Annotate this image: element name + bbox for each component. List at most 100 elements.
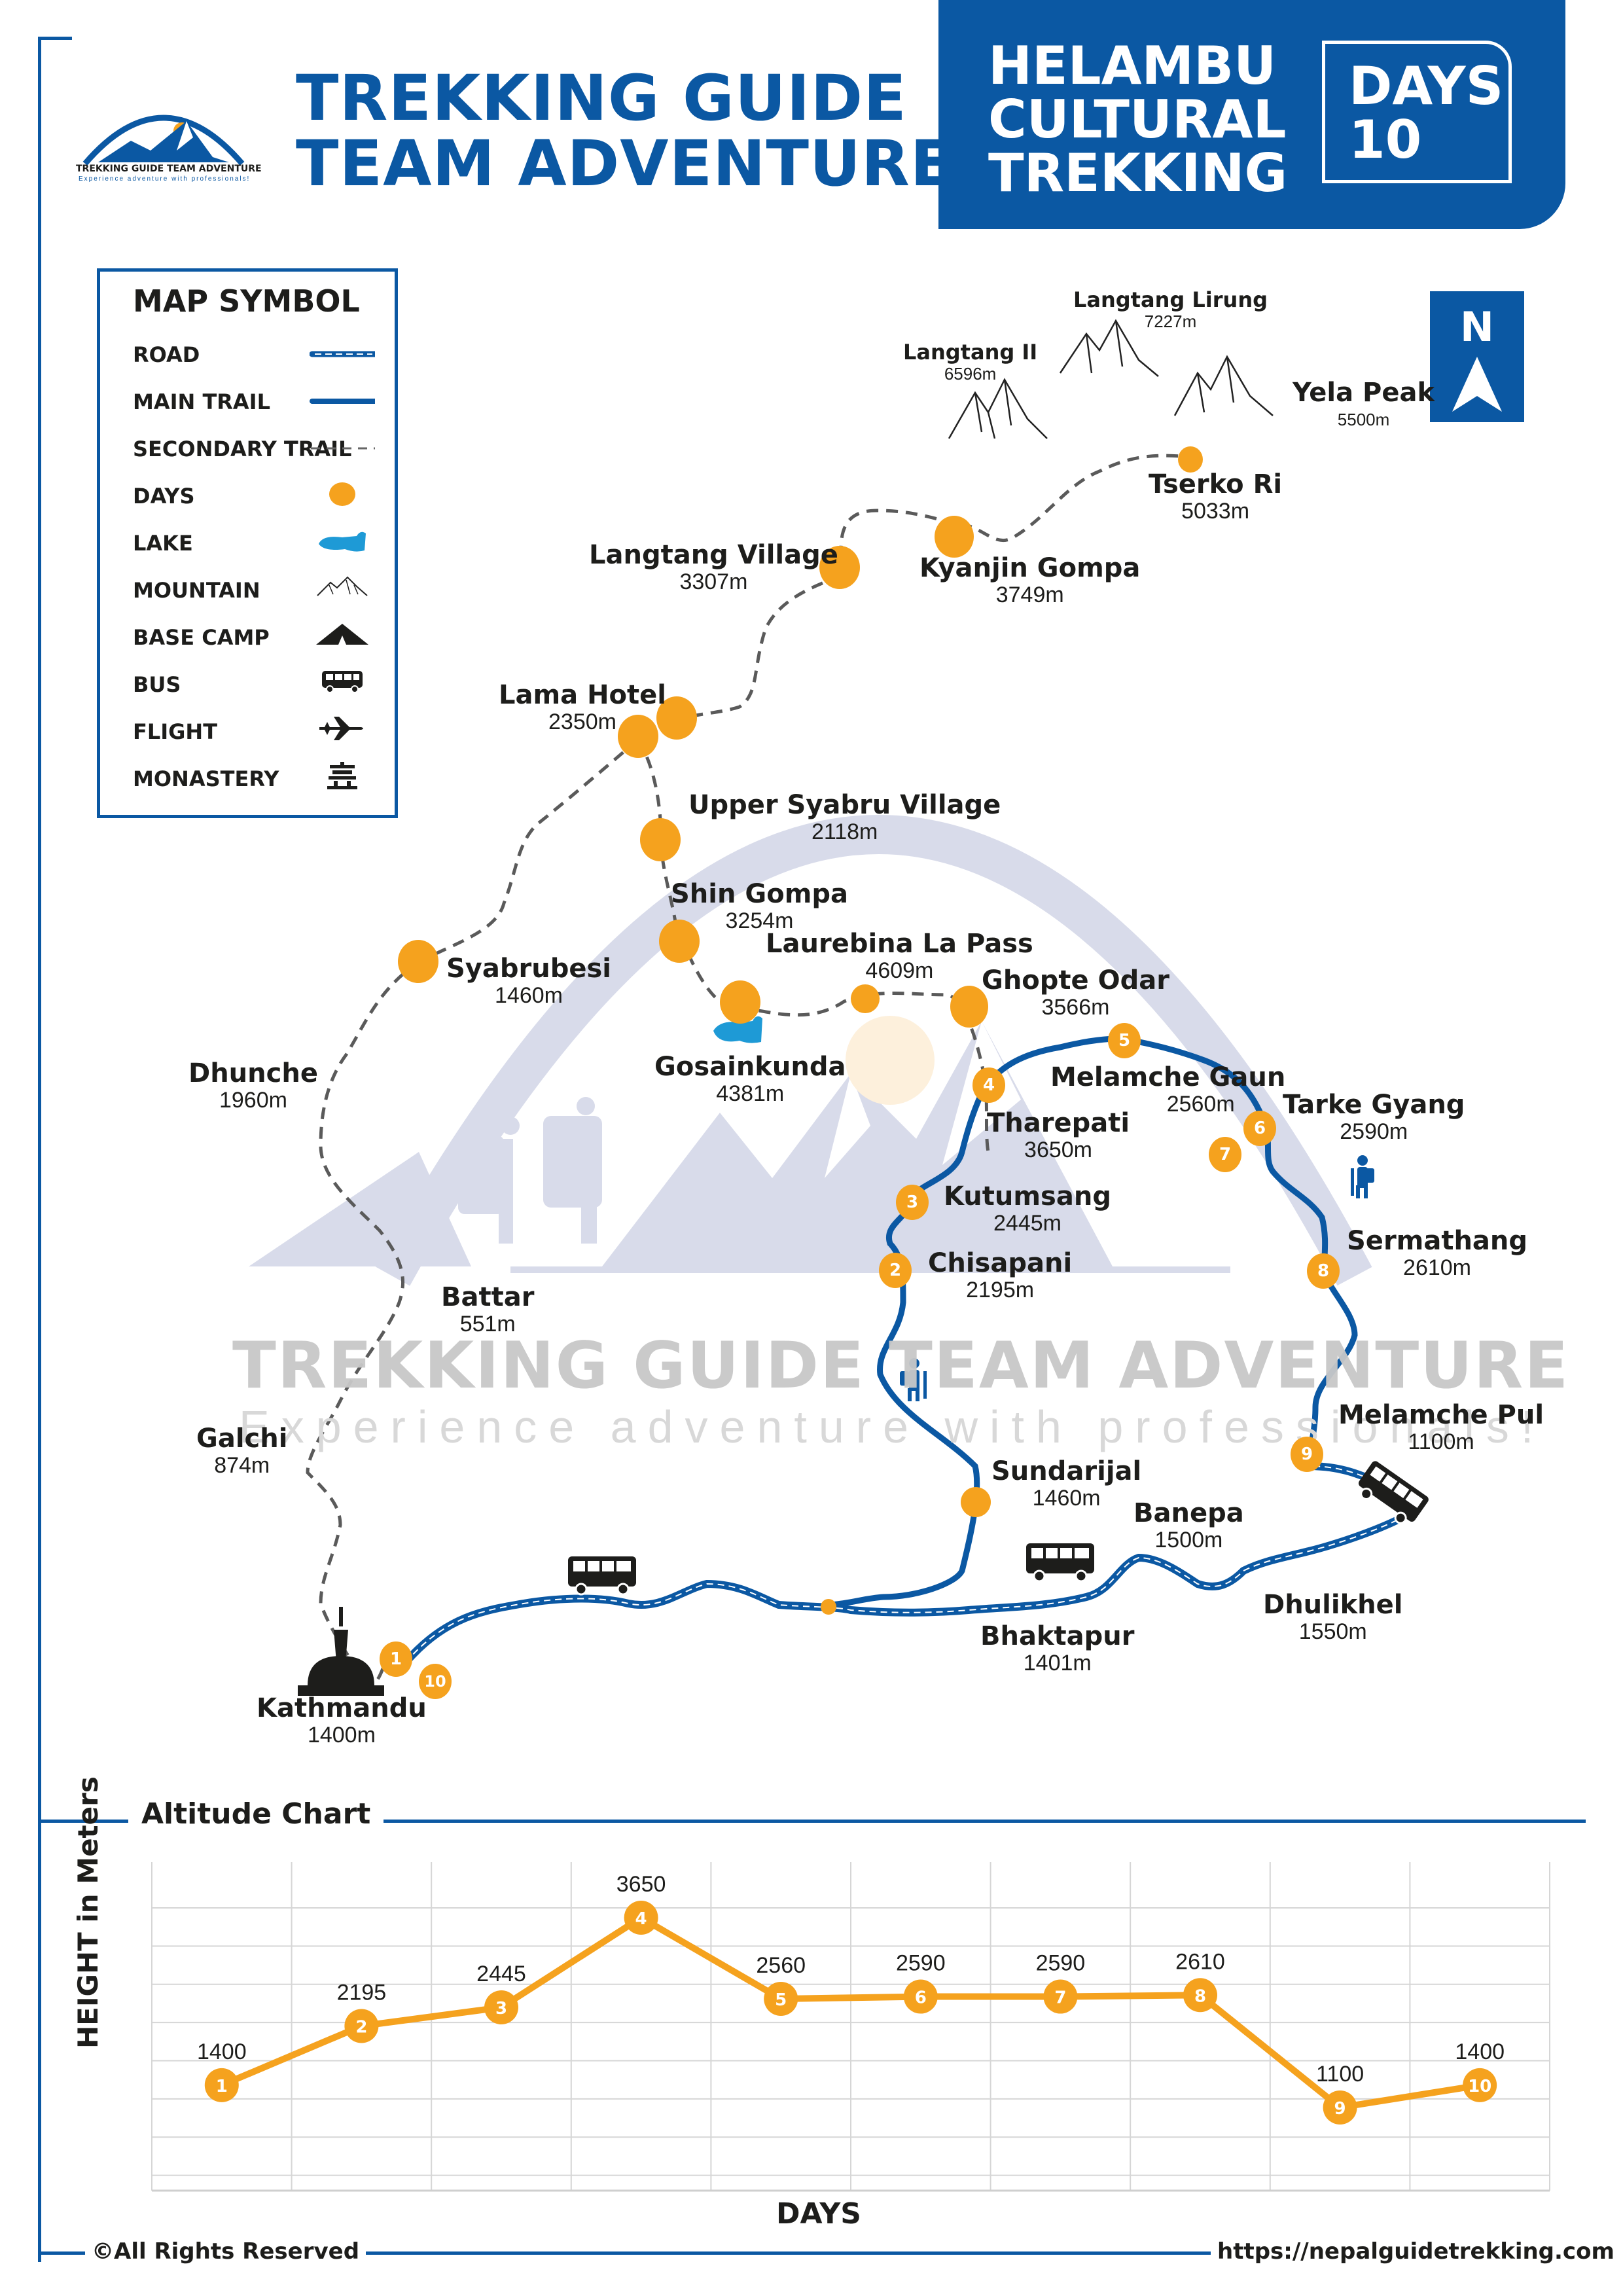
legend-label: LAKE [133,531,193,556]
mountain-icon [310,574,375,600]
chart-y-axis-label: HEIGHT in Meters [72,1776,104,2049]
monastery-icon [310,762,375,789]
chart-x-axis-label: DAYS [776,2197,861,2231]
trek-title: HELAMBU CULTURAL TREKKING [988,39,1287,200]
north-compass: N [1430,291,1524,422]
day-dot-upper-syabru [640,818,681,861]
legend-row-bus: BUS [133,672,181,697]
svg-text:1100: 1100 [1316,2062,1364,2087]
day-marker-3: 3 [896,1185,929,1220]
bus-icon-map-1 [568,1556,636,1596]
road [402,1462,1408,1665]
logo-text: TREKKING GUIDE TEAM ADVENTURE [76,164,262,174]
legend-label: MOUNTAIN [133,578,260,603]
svg-text:1400: 1400 [197,2039,247,2064]
brand-line-2: TEAM ADVENTURE [296,127,954,200]
day-marker-1: 1 [380,1641,412,1677]
legend-label: BUS [133,672,181,697]
legend-row-road: ROAD [133,342,200,367]
legend-label: MONASTERY [133,766,279,791]
road-line-icon [310,341,375,367]
brand-title: TREKKING GUIDE TEAM ADVENTURE [296,65,954,196]
days-value: 10 [1349,109,1422,170]
trek-title-line-3: TREKKING [988,143,1288,204]
day-dot-tserko-ri [1178,446,1203,473]
main-trail-line-icon [310,388,375,414]
frame-top-tick [38,37,72,40]
logo: TREKKING GUIDE TEAM ADVENTURE Experience… [72,85,262,183]
hiker-icon-2 [900,1358,927,1401]
svg-text:5: 5 [775,1990,787,2010]
chart-title: Altitude Chart [128,1797,384,1831]
watermark-title: TREKKING GUIDE TEAM ADVENTURE [232,1329,1570,1403]
legend-label: FLIGHT [133,719,218,744]
website-link[interactable]: https://nepalguidetrekking.com [1211,2238,1621,2265]
gosainkunda-lake-icon [713,1016,762,1043]
day-dot-syabrubesi [398,940,438,983]
logo-mountain-icon [82,115,245,166]
trek-header-panel [938,0,1565,229]
svg-text:2610: 2610 [1175,1949,1225,1974]
day-dot-kyanjin-gompa [935,516,974,558]
logo-tagline: Experience adventure with professionals! [79,175,251,183]
altitude-chart: 1140022195324454365052560625907259082610… [151,1862,1550,2192]
airplane-icon [310,715,375,742]
day-dot-langtang-village [819,546,860,589]
day-marker-2: 2 [879,1253,912,1288]
legend-row-days: DAYS [133,484,194,509]
legend-row-monastery: MONASTERY [133,766,279,791]
brand-line-1: TREKKING GUIDE [296,62,907,135]
bus-icon-map-2 [1026,1543,1094,1583]
legend-label: BASE CAMP [133,625,270,650]
lake-icon [310,528,375,554]
secondary-trail-dashed-icon [310,435,375,461]
tent-icon [310,621,375,647]
svg-text:10: 10 [1468,2077,1491,2096]
north-arrow-icon [1452,357,1502,412]
day-dot-laurebina-la [851,984,880,1013]
legend-row-main-trail: MAIN TRAIL [133,389,270,414]
legend-row-lake: LAKE [133,531,193,556]
days-badge: DAYS 10 [1322,41,1512,183]
mountain-icons [948,319,1274,439]
legend-row-flight: FLIGHT [133,719,217,744]
chart-point-day-10: 10 1400 [1455,2039,1505,2102]
map-legend: MAP SYMBOL ROAD MAIN TRAIL SECONDARY TRA… [97,268,398,818]
svg-text:1400: 1400 [1455,2039,1505,2064]
day-marker-6: 6 [1243,1111,1276,1146]
svg-text:3: 3 [495,1999,507,2018]
svg-text:3650: 3650 [616,1872,666,1897]
svg-text:7: 7 [1054,1988,1066,2008]
footer-line [38,2251,1586,2255]
trek-title-line-2: CULTURAL [988,89,1287,150]
legend-title: MAP SYMBOL [133,283,360,319]
svg-text:1: 1 [216,2077,228,2096]
day-dot-sundarijal [961,1487,991,1517]
copyright-text: ©All Rights Reserved [85,2238,366,2265]
